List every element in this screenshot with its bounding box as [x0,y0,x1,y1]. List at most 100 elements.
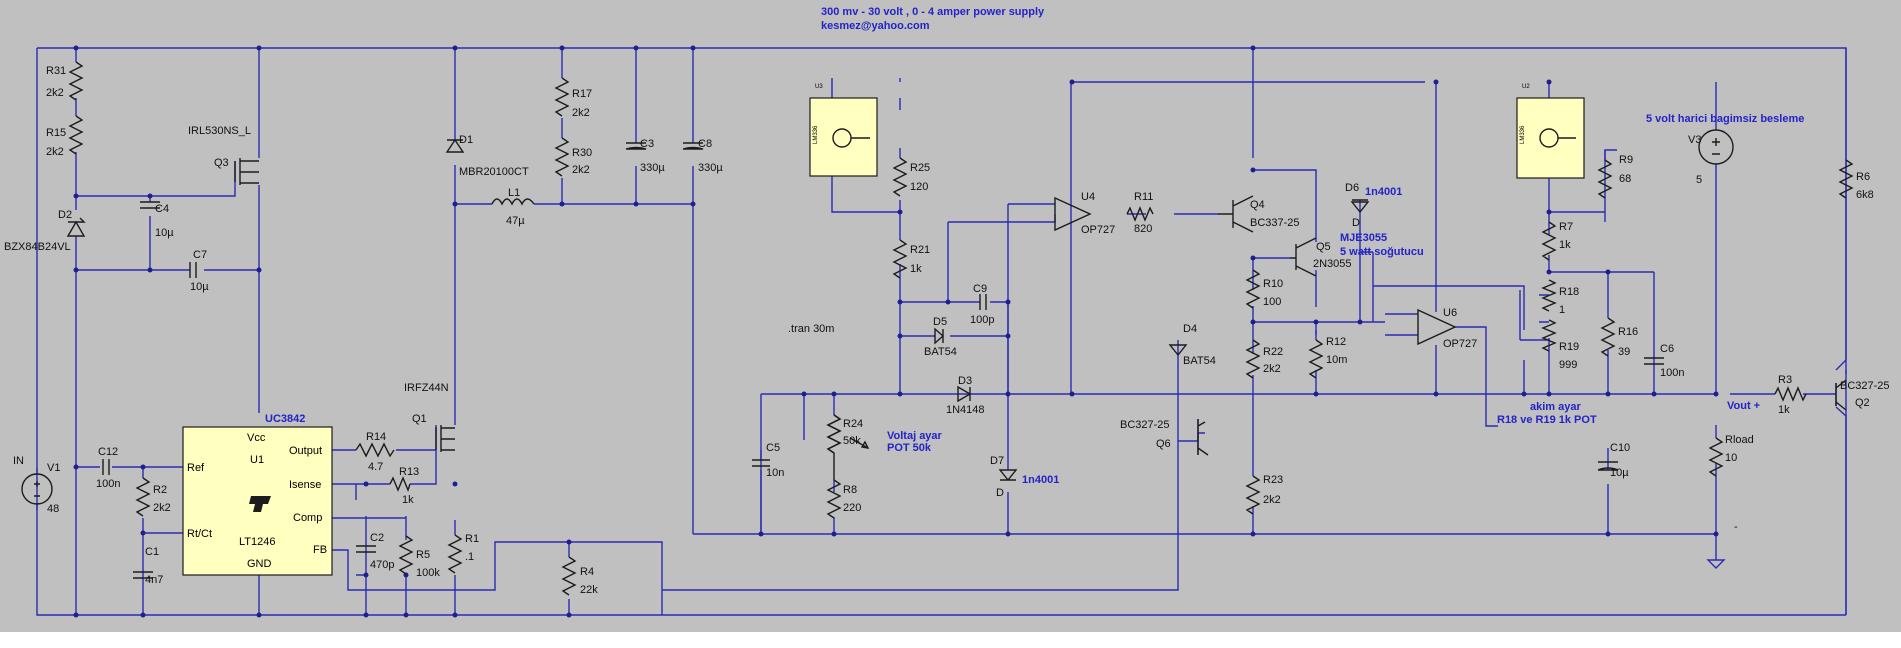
r8-value: 220 [843,502,861,514]
r3-value: 1k [1778,404,1790,416]
v1-value: 48 [47,503,59,515]
r17-value: 2k2 [572,107,590,119]
u3-reference-box [809,97,878,177]
c9-name: C9 [973,283,987,295]
r22-value: 2k2 [1263,363,1281,375]
q4-name: Q4 [1250,199,1265,211]
r21-value: 1k [910,263,922,275]
r1-value: .1 [465,551,474,563]
r25-value: 120 [910,181,928,193]
d4-value: BAT54 [1183,355,1216,367]
c9-value: 100p [970,314,994,326]
r10-name: R10 [1263,278,1283,290]
wires [36,47,1847,616]
d4-name: D4 [1183,323,1197,335]
r30-name: R30 [572,147,592,159]
q6-name: Q6 [1156,438,1171,450]
r5-value: 100k [416,567,440,579]
u4-name: U4 [1081,191,1095,203]
u1-name: U1 [250,454,264,466]
u4-value: OP727 [1081,224,1115,236]
v1-port-label: IN [13,455,24,467]
u1-pin-rtct: Rt/Ct [187,528,212,540]
c3-value: 330µ [640,162,665,174]
q6-value: BC327-25 [1120,419,1170,431]
r13-value: 1k [402,494,414,506]
r4-name: R4 [580,566,594,578]
c4-name: C4 [155,203,169,215]
r12-name: R12 [1326,336,1346,348]
u1-pin-vcc: Vcc [247,432,266,444]
r19-name: R19 [1559,341,1579,353]
c1-value: 4n7 [145,574,163,586]
c7-value: 10µ [190,281,209,293]
c4-value: 10µ [155,227,174,239]
r10-value: 100 [1263,296,1281,308]
c10-name: C10 [1610,442,1630,454]
d1-value: MBR20100CT [459,166,529,178]
r17-name: R17 [572,88,592,100]
q2-value: BC327-25 [1840,380,1890,392]
d5-value: BAT54 [924,346,957,358]
d3-value: 1N4148 [946,404,985,416]
component-symbols [21,61,1854,596]
r13-name: R13 [399,466,419,478]
r24-name: R24 [843,418,863,430]
r14-name: R14 [366,431,386,443]
dash-mark: - [1734,521,1738,533]
v1-name: V1 [47,462,60,474]
cooler-note: 5 watt soğutucu [1340,246,1424,258]
q4-value: BC337-25 [1250,217,1300,229]
c5-name: C5 [766,442,780,454]
r14-value: 4.7 [368,461,383,473]
r8-name: R8 [843,484,857,496]
c2-name: C2 [370,532,384,544]
u1-pin-output: Output [289,445,322,457]
c12-value: 100n [96,478,120,490]
c10-value: 10µ [1610,467,1629,479]
current-adjust-note-1: akim ayar [1530,401,1581,413]
c8-value: 330µ [698,162,723,174]
d5-name: D5 [933,316,947,328]
r9-value: 68 [1619,173,1631,185]
r5-name: R5 [416,549,430,561]
tran-directive: .tran 30m [788,323,834,335]
r23-name: R23 [1263,474,1283,486]
uc3842-label: UC3842 [265,413,305,425]
d2-name: D2 [58,209,72,221]
lt-logo-icon [249,496,271,512]
r31-value: 2k2 [46,87,64,99]
rload-value: 10 [1725,452,1737,464]
annotations: 300 mv - 30 volt , 0 - 4 amper power sup… [4,6,1890,596]
r11-name: R11 [1134,191,1153,203]
v3-name: V3 [1688,134,1701,146]
u3-name: U3 [815,84,823,90]
voltage-adjust-note-1: Voltaj ayar [887,430,943,442]
r22-name: R22 [1263,346,1283,358]
current-adjust-note-2: R18 ve R19 1k POT [1497,414,1597,426]
d6-part-label: 1n4001 [1365,186,1402,198]
d7-part-label: 1n4001 [1022,474,1059,486]
r25-name: R25 [910,162,930,174]
d6-value: D [1352,217,1360,229]
d2-value: BZX84B24VL [4,241,71,253]
r30-value: 2k2 [572,164,590,176]
d7-name: D7 [990,455,1004,467]
q5-name: Q5 [1316,241,1331,253]
u2-name: U2 [1522,84,1530,90]
r18-value: 1 [1559,304,1565,316]
q3-name: Q3 [214,157,229,169]
r19-value: 999 [1559,359,1577,371]
junction-dots [73,45,1719,618]
r16-value: 39 [1618,346,1630,358]
c5-value: 10n [766,467,784,479]
r23-value: 2k2 [1263,494,1281,506]
r31-name: R31 [46,65,66,77]
r6-name: R6 [1856,171,1870,183]
c1-name: C1 [145,546,159,558]
u6-name: U6 [1443,307,1457,319]
r16-name: R16 [1618,326,1638,338]
q2-name: Q2 [1855,397,1870,409]
r12-value: 10m [1326,354,1347,366]
q1-name: Q1 [412,413,427,425]
